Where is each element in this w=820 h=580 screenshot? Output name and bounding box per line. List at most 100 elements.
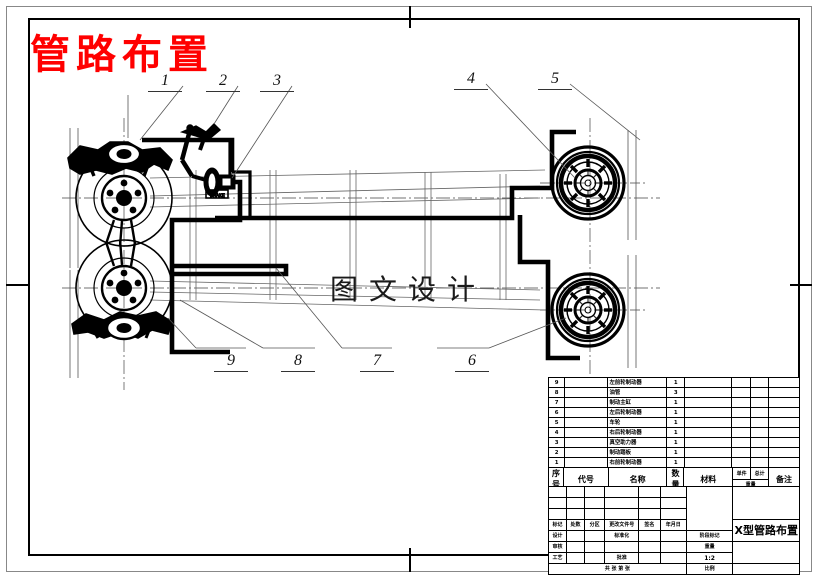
part-material [684, 377, 733, 388]
part-material [684, 407, 733, 418]
title-block: 标记 处数 分区 更改文件号 签名 年月日 X型管路布置 设计 标准化 阶段标记… [548, 486, 800, 575]
table-row: 8 油管 3 [547, 387, 800, 398]
part-no: 1 [547, 457, 566, 468]
label-stage: 阶段标记 [685, 530, 734, 542]
part-weight-total [749, 427, 770, 438]
svg-text:BRAKE: BRAKE [210, 193, 225, 199]
part-code [564, 397, 609, 408]
part-weight-total [749, 397, 770, 408]
part-remark [768, 387, 800, 398]
part-qty: 1 [666, 447, 686, 458]
part-name: 左前轮制动器 [607, 377, 668, 388]
part-weight-unit [731, 417, 751, 428]
center-mark-bottom [409, 548, 411, 572]
label-design: 设计 [548, 530, 567, 542]
part-code [564, 377, 609, 388]
part-remark [768, 437, 800, 448]
part-weight-total [749, 447, 770, 458]
part-remark [768, 427, 800, 438]
rev-sign-cell [638, 508, 661, 520]
center-mark-top [409, 6, 411, 28]
part-remark [768, 417, 800, 428]
callout-2: 2 [206, 72, 240, 93]
part-qty: 3 [666, 387, 686, 398]
part-code [564, 447, 609, 458]
drawing-name: X型管路布置 [732, 519, 800, 542]
part-code [564, 437, 609, 448]
rev-date-cell [659, 508, 687, 520]
callout-8: 8 [281, 352, 315, 373]
spare-cell [638, 541, 661, 553]
part-no: 8 [547, 387, 566, 398]
scale-value: 1:2 [685, 552, 734, 564]
part-weight-unit [731, 387, 751, 398]
review-date-cell [583, 541, 606, 553]
header-weight-unit: 单件 [732, 467, 752, 480]
part-code [564, 427, 609, 438]
part-qty: 1 [666, 397, 686, 408]
standardize-name-cell [638, 530, 661, 542]
part-no: 7 [547, 397, 566, 408]
rev-count-cell [565, 508, 585, 520]
title-block-footer-cell [732, 563, 800, 575]
rev-mark-cell [548, 486, 567, 498]
callout-1: 1 [148, 72, 182, 93]
part-name: 车轮 [607, 417, 668, 428]
part-qty: 1 [666, 377, 686, 388]
label-scale: 比例 [685, 563, 734, 575]
label-mark: 标记 [548, 519, 567, 531]
part-name: 左后轮制动器 [607, 407, 668, 418]
approve-date-cell [659, 552, 687, 564]
rev-docno-cell [604, 497, 639, 509]
review-name-cell [565, 541, 585, 553]
table-row: 4 右后轮制动器 1 [547, 427, 800, 438]
label-date: 年月日 [659, 519, 687, 531]
drawing-name-upper-cell [732, 486, 800, 520]
part-remark [768, 447, 800, 458]
design-date-cell [583, 530, 606, 542]
part-material [684, 417, 733, 428]
rev-date-cell [659, 497, 687, 509]
approve-name-cell [638, 552, 661, 564]
part-remark [768, 407, 800, 418]
part-name: 右后轮制动器 [607, 427, 668, 438]
part-qty: 1 [666, 427, 686, 438]
rev-count-cell [565, 497, 585, 509]
part-weight-total [749, 387, 770, 398]
rev-docno-cell [604, 486, 639, 498]
part-material [684, 387, 733, 398]
parts-list-table: 9 左前轮制动器 1 8 油管 3 7 [547, 377, 800, 468]
label-standardize: 标准化 [604, 530, 639, 542]
part-name: 制动主缸 [607, 397, 668, 408]
part-code [564, 407, 609, 418]
part-weight-total [749, 377, 770, 388]
rev-mark-cell [548, 508, 567, 520]
part-name: 真空助力器 [607, 437, 668, 448]
header-weight-total: 总计 [750, 467, 770, 480]
rev-zone-cell [583, 486, 606, 498]
part-name: 制动踏板 [607, 447, 668, 458]
sheet-inner-border [28, 18, 800, 556]
watermark-text: 图文设计 [330, 273, 487, 306]
design-name-cell [565, 530, 585, 542]
table-row: 1 右前轮制动器 1 [547, 457, 800, 468]
part-material [684, 397, 733, 408]
part-material [684, 457, 733, 468]
part-qty: 1 [666, 407, 686, 418]
process-name-cell [565, 552, 585, 564]
callout-4: 4 [454, 70, 488, 91]
rev-count-cell [565, 486, 585, 498]
label-signature: 签名 [638, 519, 661, 531]
spare-cell [659, 541, 687, 553]
rev-mark-cell [548, 497, 567, 509]
part-no: 4 [547, 427, 566, 438]
part-no: 2 [547, 447, 566, 458]
table-row: 6 左后轮制动器 1 [547, 407, 800, 418]
rev-sign-cell [638, 486, 661, 498]
part-code [564, 387, 609, 398]
part-no: 9 [547, 377, 566, 388]
label-docno: 更改文件号 [604, 519, 639, 531]
label-approve: 批准 [604, 552, 639, 564]
part-weight-unit [731, 397, 751, 408]
part-weight-unit [731, 427, 751, 438]
